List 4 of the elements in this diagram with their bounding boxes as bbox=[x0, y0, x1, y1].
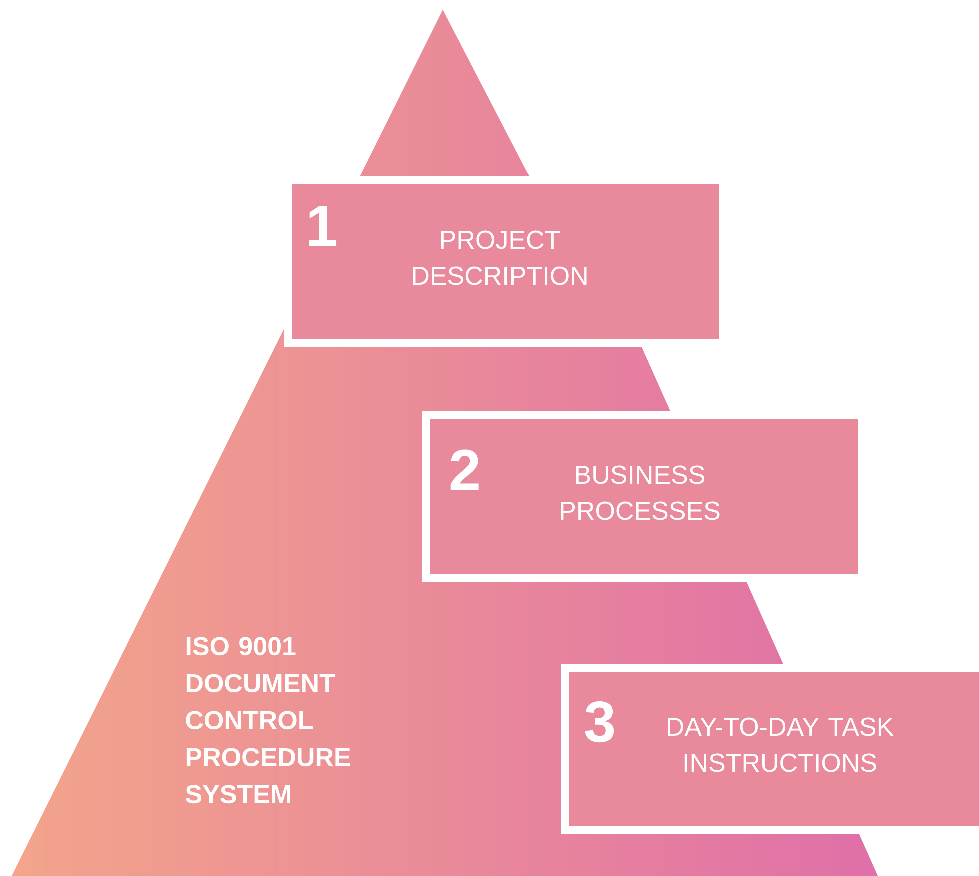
pyramid: ISO 9001 DOCUMENT CONTROL PROCEDURE SYSTEM bbox=[186, 637, 350, 804]
process-box: 1 PROJECT DESCRIPTION bbox=[284, 176, 727, 347]
process-box: 2 BUSINESS PROCESSES bbox=[422, 411, 866, 582]
process-box: 3 DAY-TO-DAY TASK INSTRUCTIONS bbox=[561, 664, 979, 834]
